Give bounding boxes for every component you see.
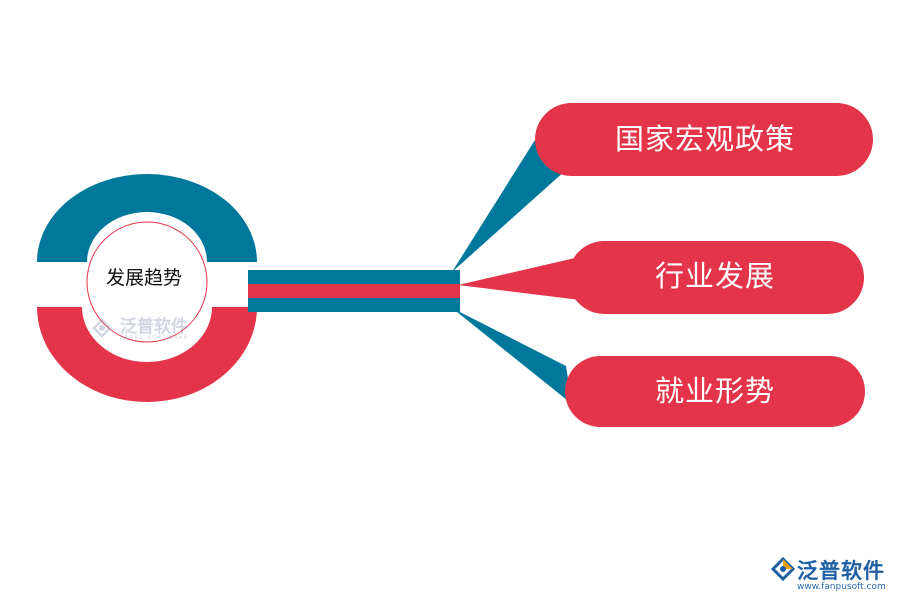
center-watermark-brand: 泛普软件 xyxy=(120,317,188,337)
center-node-label: 发展趋势 xyxy=(105,267,182,289)
connector-bar-red xyxy=(248,284,460,298)
branch-connector-bottom xyxy=(452,308,572,404)
branch-connector-middle xyxy=(458,258,580,300)
corner-watermark-brand: 泛普软件 xyxy=(797,559,885,583)
connector-bar-teal-top xyxy=(248,270,460,284)
center-watermark-sub: FANPU SOFTWARE xyxy=(120,334,189,341)
branch-label-industry: 行业发展 xyxy=(654,259,775,293)
branch-label-employment: 就业形势 xyxy=(654,374,775,408)
branch-pill-employment xyxy=(565,356,865,427)
connector-bar-teal-bottom xyxy=(248,298,460,312)
fanpu-logo-icon xyxy=(770,556,796,582)
fanpu-logo-icon xyxy=(92,318,112,338)
ring-top-teal xyxy=(37,174,257,262)
center-watermark: 泛普软件 FANPU SOFTWARE xyxy=(90,308,210,348)
corner-watermark-url: www.fanpusoft.com xyxy=(797,582,886,592)
branch-pill-policy xyxy=(535,103,873,176)
branch-pill-industry xyxy=(568,241,864,314)
branch-label-policy: 国家宏观政策 xyxy=(614,122,795,156)
branch-connector-top xyxy=(452,132,566,272)
corner-watermark: 泛普软件 www.fanpusoft.com xyxy=(770,555,895,597)
ring-bottom-red xyxy=(37,307,257,402)
center-node-outline xyxy=(86,221,208,343)
